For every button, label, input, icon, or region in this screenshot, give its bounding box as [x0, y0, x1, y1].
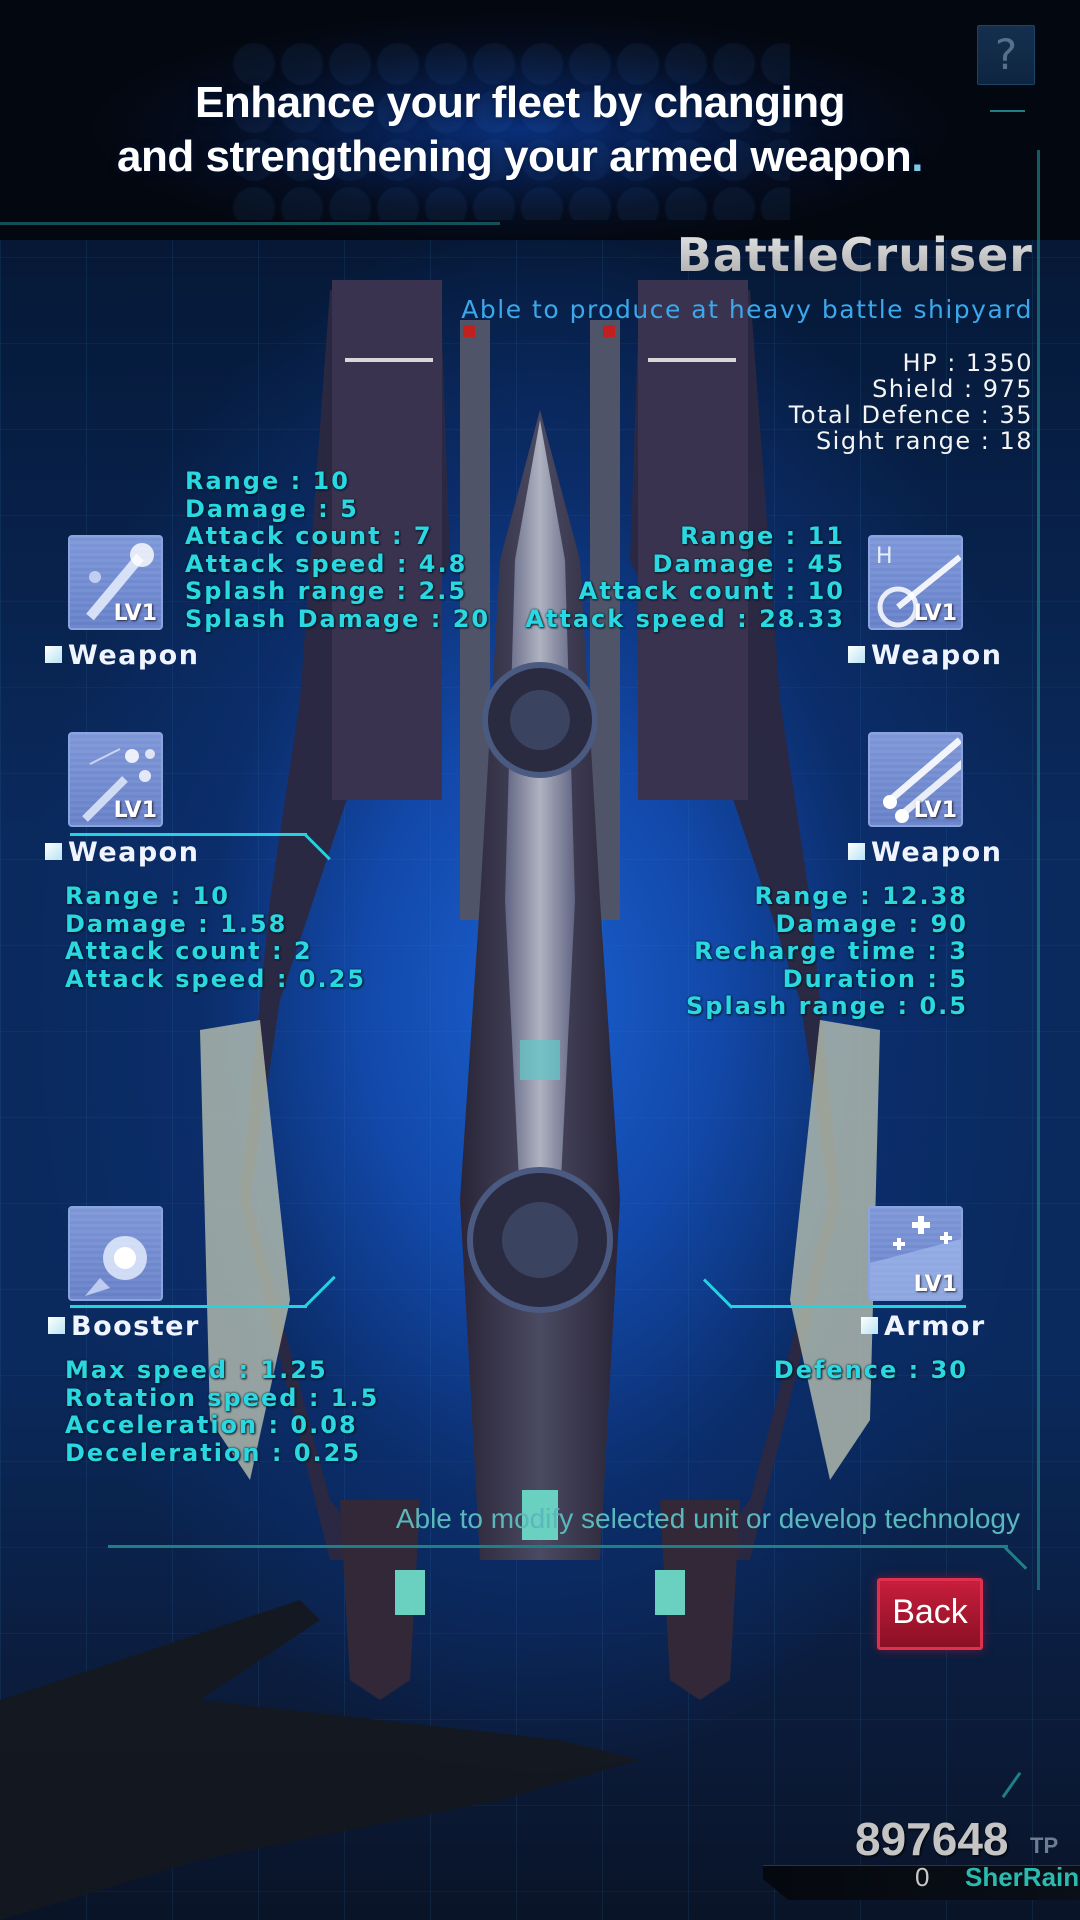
stat-line: Attack speed : 28.33: [525, 604, 845, 633]
unit-stats: HP : 1350 Shield : 975 Total Defence : 3…: [789, 350, 1033, 454]
level-badge: LV1: [913, 1272, 957, 1297]
headline-line-2: and strengthening your armed weapon.: [0, 132, 1040, 182]
headline-period: .: [911, 132, 923, 181]
slot-label-text: Armor: [884, 1311, 986, 1342]
weapon-right-2-stats: Range : 12.38 Damage : 90 Recharge time …: [685, 882, 968, 1021]
stat-line: Range : 11: [680, 522, 845, 550]
header-backdrop: [0, 0, 1080, 240]
stat-line: Recharge time : 3: [694, 937, 968, 965]
stat-line: Max speed : 1.25: [65, 1356, 328, 1384]
stat-line: Attack count : 10: [578, 577, 845, 605]
frame-line-right: [1037, 150, 1040, 1590]
stat-line: Damage : 5: [185, 494, 359, 523]
weapon-right-2-slot[interactable]: LV1: [868, 732, 963, 827]
username: SherRain: [965, 1862, 1080, 1892]
booster-stats: Max speed : 1.25 Rotation speed : 1.5 Ac…: [65, 1356, 380, 1467]
stat-line: Rotation speed : 1.5: [65, 1383, 380, 1412]
connector-line: [70, 833, 307, 836]
stat-line: Deceleration : 0.25: [65, 1438, 362, 1467]
svg-text:H: H: [876, 544, 893, 569]
weapon-left-1-stats: Range : 10 Damage : 5 Attack count : 7 A…: [185, 467, 491, 633]
weapon-left-2-slot[interactable]: LV1: [68, 732, 163, 827]
weapon-right-2-label: Weapon: [848, 837, 1002, 868]
slot-label-text: Weapon: [68, 837, 200, 868]
question-mark-icon: ?: [994, 30, 1018, 79]
unit-name: BattleCruiser: [676, 228, 1033, 282]
level-badge: LV1: [913, 601, 957, 626]
gatling-gun-icon: [82, 748, 155, 822]
connector-line: [70, 1305, 307, 1308]
frame-line-bottom: [108, 1545, 1008, 1548]
weapon-left-2-stats: Range : 10 Damage : 1.58 Attack count : …: [65, 882, 366, 993]
armor-stats: Defence : 30: [773, 1356, 968, 1385]
booster-slot[interactable]: [68, 1206, 163, 1301]
stat-line: Duration : 5: [782, 964, 968, 993]
stat-line: Splash range : 0.5: [685, 992, 968, 1020]
armor-label: Armor: [861, 1311, 986, 1342]
slot-label-text: Weapon: [68, 640, 200, 671]
user-bar: [763, 1865, 1080, 1900]
armor-slot[interactable]: LV1: [868, 1206, 963, 1301]
headline-line-2-text: and strengthening your armed weapon: [117, 132, 912, 181]
stat-line: Range : 12.38: [754, 882, 968, 910]
bullet-square-icon: [48, 1317, 65, 1334]
thruster-icon: [85, 1236, 147, 1296]
level-badge: LV1: [113, 798, 157, 823]
stat-sight-range: Sight range : 18: [815, 427, 1033, 455]
bullet-square-icon: [45, 843, 62, 860]
stat-line: Damage : 1.58: [65, 909, 288, 938]
tp-unit-label: TP: [1030, 1833, 1059, 1858]
stat-line: Damage : 45: [652, 549, 845, 578]
bullet-square-icon: [848, 646, 865, 663]
back-button[interactable]: Back: [877, 1578, 983, 1650]
weapon-right-1-slot[interactable]: H LV1: [868, 535, 963, 630]
stat-line: Attack count : 7: [185, 522, 433, 550]
hex-pattern: [230, 40, 790, 220]
tp-balance: 897648: [855, 1813, 1009, 1865]
stat-hp: HP : 1350: [902, 349, 1033, 377]
armor-repair-icon: [870, 1216, 961, 1299]
weapon-right-1-label: Weapon: [848, 640, 1002, 671]
level-badge: LV1: [913, 798, 957, 823]
level-badge: LV1: [113, 601, 157, 626]
frame-line-top-left: [0, 222, 500, 225]
stat-line: Attack speed : 0.25: [65, 964, 366, 993]
headline-line-1: Enhance your fleet by changing: [194, 78, 846, 127]
stat-shield: Shield : 975: [872, 375, 1033, 403]
slot-label-text: Weapon: [871, 837, 1003, 868]
stat-line: Splash Damage : 20: [185, 604, 491, 633]
missile-launcher-icon: [86, 543, 154, 621]
help-button[interactable]: ?: [977, 25, 1035, 85]
bullet-square-icon: [861, 1317, 878, 1334]
weapon-left-1-slot[interactable]: LV1: [68, 535, 163, 630]
stat-line: Attack count : 2: [65, 937, 313, 965]
bullet-square-icon: [848, 843, 865, 860]
bullet-square-icon: [45, 646, 62, 663]
laser-beam-icon: [883, 737, 961, 823]
slot-label-text: Booster: [71, 1311, 200, 1342]
stat-line: Damage : 90: [775, 909, 968, 938]
stat-line: Splash range : 2.5: [185, 577, 468, 605]
weapon-right-1-stats: Range : 11 Damage : 45 Attack count : 10…: [525, 522, 845, 633]
slot-label-text: Weapon: [871, 640, 1003, 671]
booster-label: Booster: [48, 1311, 200, 1342]
frame-line-top-right: [990, 110, 1025, 112]
unit-production-note: Able to produce at heavy battle shipyard: [461, 295, 1033, 324]
weapon-left-2-label: Weapon: [45, 837, 199, 868]
weapon-left-1-label: Weapon: [45, 640, 199, 671]
user-value: 0: [915, 1862, 930, 1892]
stat-line: Attack speed : 4.8: [185, 549, 468, 578]
stat-line: Range : 10: [65, 882, 230, 910]
stat-line: Acceleration : 0.08: [65, 1411, 358, 1439]
modify-hint: Able to modify selected unit or develop …: [395, 1503, 1020, 1534]
connector-line: [732, 1305, 966, 1308]
stat-line: Defence : 30: [773, 1356, 968, 1384]
stat-total-defence: Total Defence : 35: [788, 401, 1033, 429]
heavy-cannon-icon: H: [876, 544, 961, 628]
stat-line: Range : 10: [185, 467, 350, 495]
